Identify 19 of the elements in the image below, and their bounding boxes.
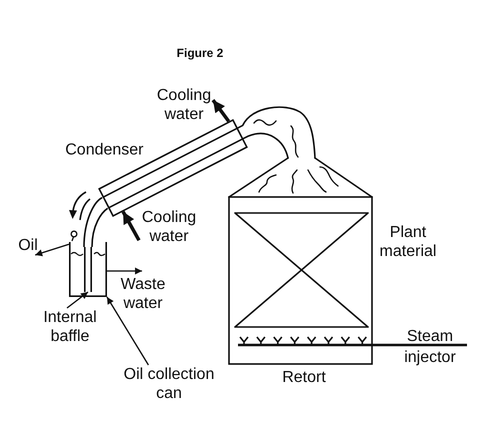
part-label: Plant material — [378, 223, 438, 261]
flow-label: Oil — [16, 236, 40, 255]
part-label: Condenser — [64, 141, 144, 161]
part-label: Retort — [281, 368, 327, 388]
condensate-pipe — [83, 196, 108, 248]
flow-label: Cooling water — [155, 86, 213, 124]
leader-line — [66, 291, 88, 309]
baffle-pipe — [84, 247, 92, 292]
figure-title: Figure 2 — [176, 45, 224, 61]
flow-label: Waste water — [119, 271, 167, 313]
part-label: Oil collection can — [120, 365, 218, 403]
flow-arrow — [35, 244, 70, 256]
flow-arrow — [122, 210, 141, 242]
part-label: Internal baffle — [40, 308, 100, 346]
flow-label: Cooling water — [139, 208, 199, 246]
flow-arrow — [107, 268, 142, 274]
part-label: Steam injector — [403, 327, 457, 368]
flow-arrow — [212, 99, 230, 122]
leader-line — [106, 296, 149, 366]
